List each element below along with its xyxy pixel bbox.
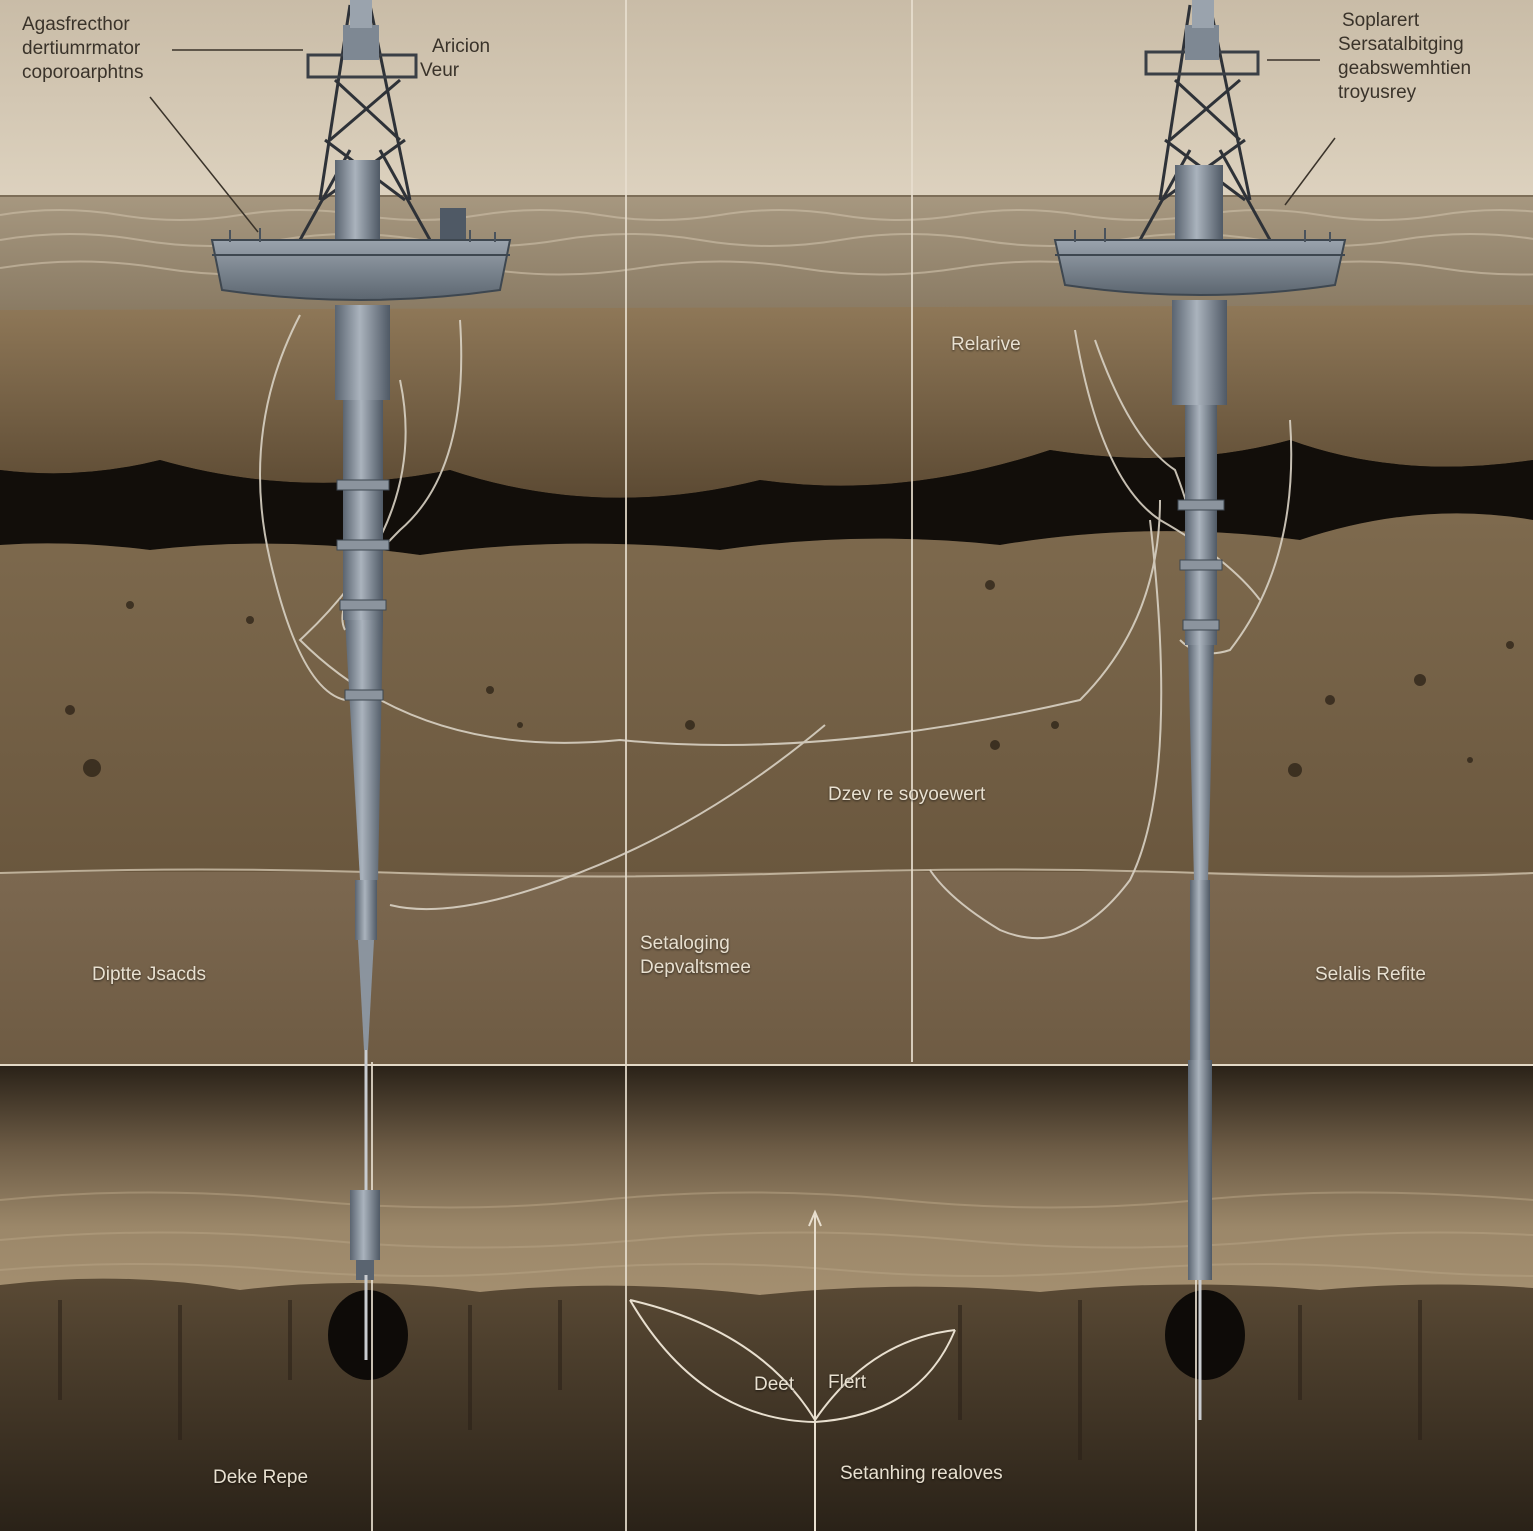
depth-arrow — [629, 1209, 956, 1531]
seabed-ripples — [0, 1191, 1533, 1277]
label-top-left-line-2: dertiumrmator — [22, 38, 141, 59]
middle-soil-layer — [0, 513, 1533, 875]
label-deep-movement: Dzev re soyoewert — [828, 784, 986, 805]
leader-lines — [149, 49, 1336, 233]
label-top-left-line-1: Agasfrecthor — [22, 14, 130, 35]
label-center-middle: Setaloging Depvaltsmee — [640, 932, 751, 980]
label-relative: Relarive — [951, 334, 1021, 355]
label-top-right-line-1: Soplarert — [1342, 10, 1420, 31]
soil-pores — [65, 580, 1514, 777]
bottom-sediment — [0, 1278, 1533, 1531]
label-top-right: Soplarert Sersatalbitging geabswemhtien … — [1338, 9, 1471, 105]
drilling-rig-left — [210, 0, 512, 1360]
borehole-right — [1165, 1290, 1245, 1380]
drilling-rig-right — [1053, 0, 1347, 1420]
label-deep-left: Deet — [754, 1374, 795, 1395]
label-bottom-center: Setanhing realoves — [840, 1463, 1003, 1484]
label-top-left: Agasfrecthor dertiumrmator coporoarphtns — [22, 13, 143, 85]
label-top-right-line-3: geabswemhtien — [1338, 58, 1472, 79]
label-right-middle: Selalis Refite — [1315, 964, 1426, 985]
label-top-center-line-2: Veur — [420, 60, 460, 81]
sediment-drips — [58, 1300, 1422, 1460]
label-top-center: Aricion Veur — [420, 35, 490, 83]
label-deep-right: Flert — [828, 1372, 866, 1393]
label-top-center-line-1: Aricion — [432, 36, 491, 57]
label-center-middle-line-1: Setaloging — [640, 933, 730, 954]
label-top-left-line-3: coporoarphtns — [22, 62, 144, 83]
label-center-middle-line-2: Depvaltsmee — [640, 957, 751, 978]
sand-band-top-line — [0, 868, 1533, 878]
label-top-right-line-2: Sersatalbitging — [1338, 34, 1464, 55]
sand-band — [0, 872, 1533, 1065]
label-bottom-left: Deke Repe — [213, 1467, 309, 1488]
label-diptte-sands: Diptte Jsacds — [92, 964, 207, 985]
sky — [0, 0, 1533, 200]
label-top-right-line-4: troyusrey — [1338, 82, 1417, 103]
borehole-left — [328, 1290, 408, 1380]
deep-seabed — [0, 1066, 1533, 1296]
